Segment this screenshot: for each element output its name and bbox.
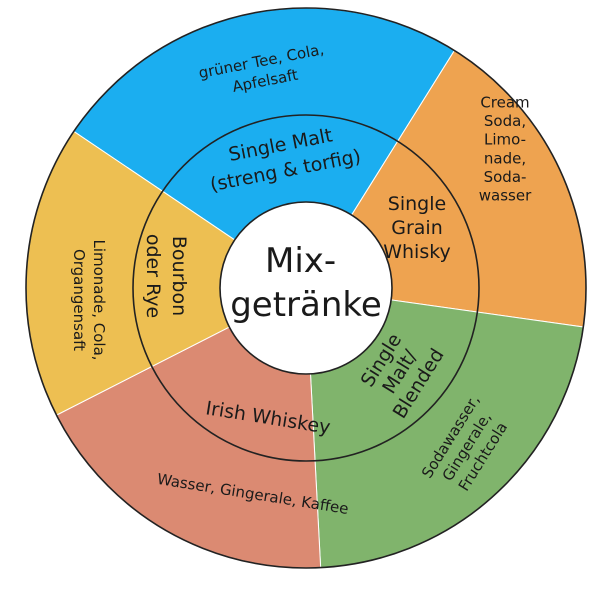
segment-bourbon-rye-whisky-label: Bourbonoder Rye xyxy=(142,234,190,318)
center-circle xyxy=(219,201,393,375)
segment-bourbon-rye-mixer-label-line-1: Limonade, Cola, xyxy=(90,239,108,360)
segment-bourbon-rye-mixer-label-line-2: Organgensaft xyxy=(70,249,88,351)
segment-single-grain-mixer-label-line-5: Soda- xyxy=(484,168,527,186)
outer-ring-border xyxy=(25,7,587,569)
inner-ring-divider xyxy=(132,114,480,462)
center-label-line-1: Mix- xyxy=(265,241,336,281)
segment-single-grain-mixer-label-line-1: Cream xyxy=(480,94,529,112)
center-label: Mix- getränke xyxy=(230,241,382,325)
segment-single-grain-mixer-label-line-6: wasser xyxy=(479,186,532,204)
segment-single-grain-mixer-label-line-4: nade, xyxy=(484,149,526,167)
segment-bourbon-rye-whisky-label-line-2: oder Rye xyxy=(142,234,164,318)
segment-single-grain-whisky-label-line-1: Single xyxy=(388,193,446,215)
segment-bourbon-rye-whisky-label-line-1: Bourbon xyxy=(168,236,190,316)
segment-single-grain-whisky-label-line-3: Whisky xyxy=(383,241,451,263)
center-label-line-2: getränke xyxy=(230,285,382,325)
segment-single-grain-whisky-label-line-2: Grain xyxy=(391,217,443,239)
segment-single-grain-mixer-label-line-3: Limo- xyxy=(484,131,526,149)
segment-bourbon-rye-mixer-label: Limonade, Cola,Organgensaft xyxy=(70,239,108,360)
segment-single-grain-mixer-label-line-2: Soda, xyxy=(484,112,526,130)
segments-layer xyxy=(25,7,587,569)
